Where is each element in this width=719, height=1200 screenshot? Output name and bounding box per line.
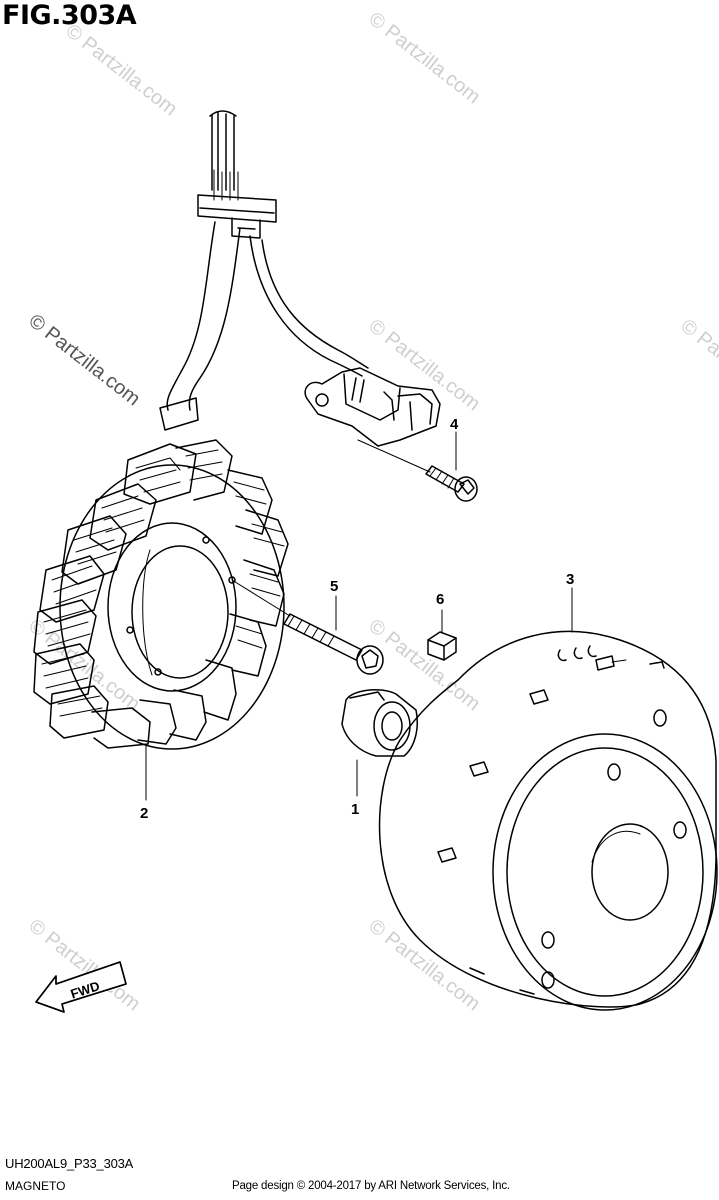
wire-connector	[197, 194, 277, 239]
pickup-coil	[304, 367, 441, 447]
callout-1: 1	[351, 801, 359, 818]
callout-5: 5	[330, 578, 338, 595]
callout-6: 6	[436, 591, 444, 608]
figure-caption: MAGNETO	[5, 1179, 66, 1193]
rotor	[378, 630, 718, 1011]
key-6	[427, 631, 457, 661]
nut-1	[341, 688, 418, 757]
screw-4	[425, 465, 478, 502]
bolt-5	[283, 613, 384, 675]
stator	[33, 439, 289, 750]
callout-2: 2	[140, 805, 148, 822]
wire-harness	[209, 110, 239, 201]
wire-loom	[159, 221, 369, 431]
model-code: UH200AL9_P33_303A	[5, 1156, 134, 1171]
figure-title: FIG.303A	[2, 0, 137, 31]
leader-lines	[145, 431, 573, 801]
callout-4: 4	[450, 416, 459, 433]
footer-copyright: Page design © 2004-2017 by ARI Network S…	[232, 1180, 510, 1192]
callout-3: 3	[566, 571, 574, 588]
fwd-arrow-icon	[35, 961, 127, 1013]
